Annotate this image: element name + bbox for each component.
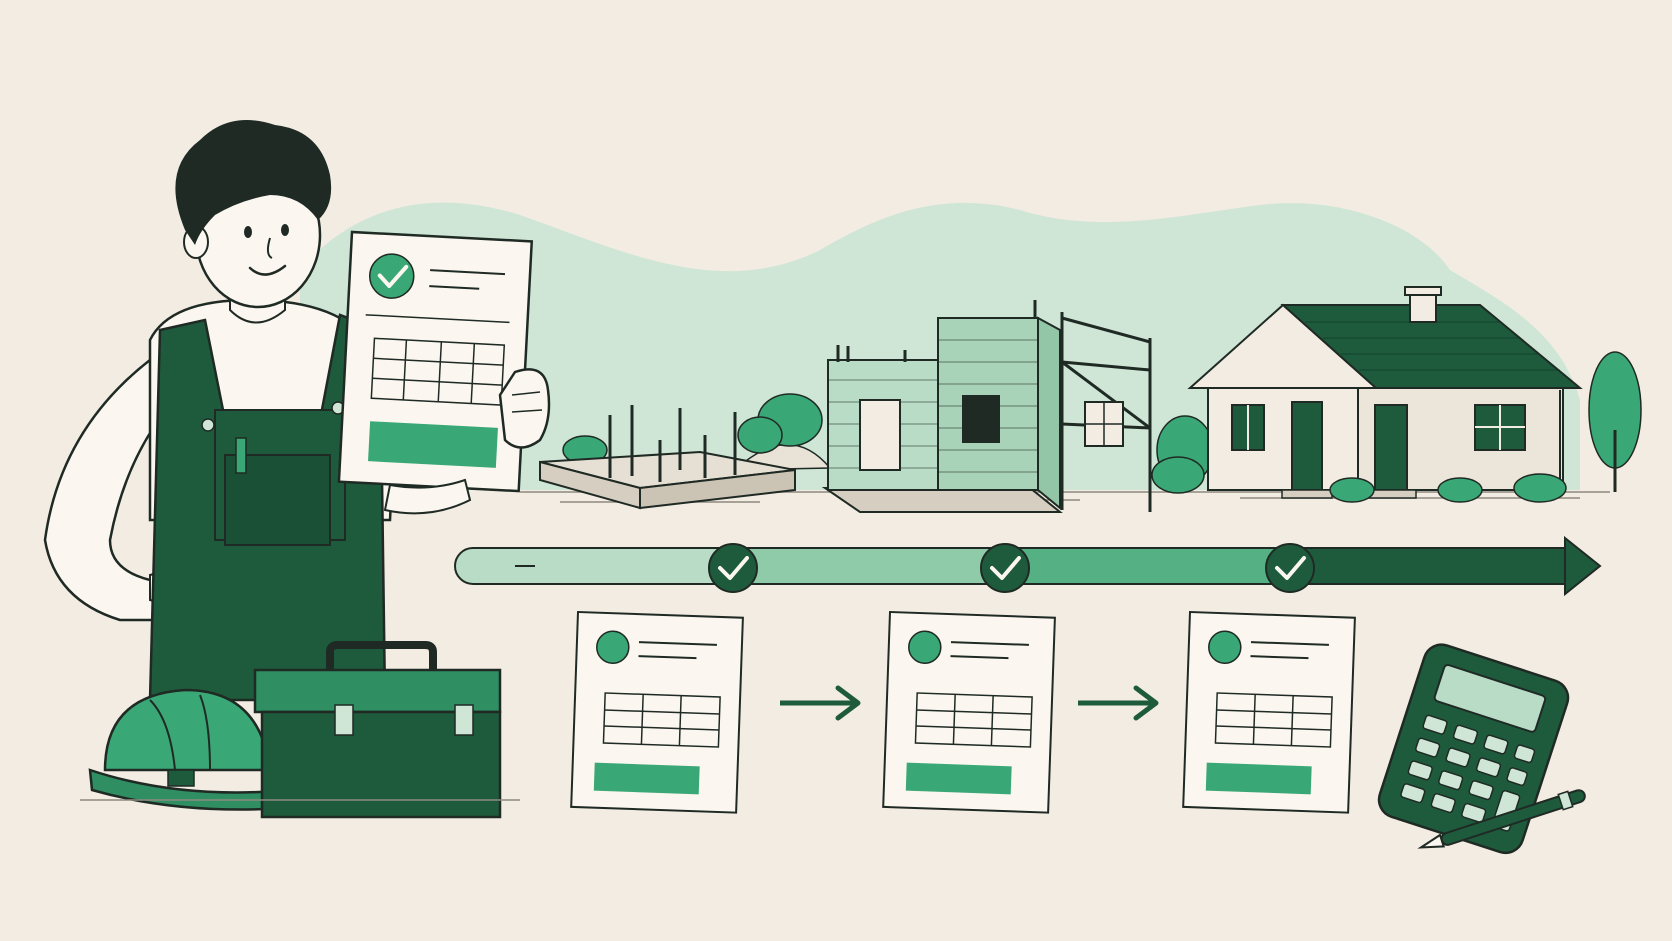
progress-arrow xyxy=(454,535,1602,597)
check-icon xyxy=(990,556,1021,580)
toolbox-icon xyxy=(253,641,502,819)
arrow-right-icon-2 xyxy=(1078,685,1159,721)
arrow-right-icon-1 xyxy=(780,685,861,721)
checklist-document-icon xyxy=(337,230,534,493)
walls-under-construction-stage xyxy=(821,300,1214,513)
invoice-document-2 xyxy=(882,610,1056,814)
check-icon xyxy=(377,264,409,289)
pen-icon xyxy=(1417,789,1586,849)
milestone-check-3 xyxy=(1265,543,1315,593)
worker xyxy=(43,120,397,702)
milestone-check-2 xyxy=(980,543,1030,593)
invoice-document-1 xyxy=(570,610,744,814)
foundation-stage xyxy=(539,393,832,510)
finished-house-stage xyxy=(1151,286,1642,503)
check-icon xyxy=(1275,556,1306,580)
check-icon xyxy=(718,556,749,580)
invoice-document-3 xyxy=(1182,610,1356,814)
milestone-check-1 xyxy=(708,543,758,593)
worker-hand xyxy=(383,368,551,515)
